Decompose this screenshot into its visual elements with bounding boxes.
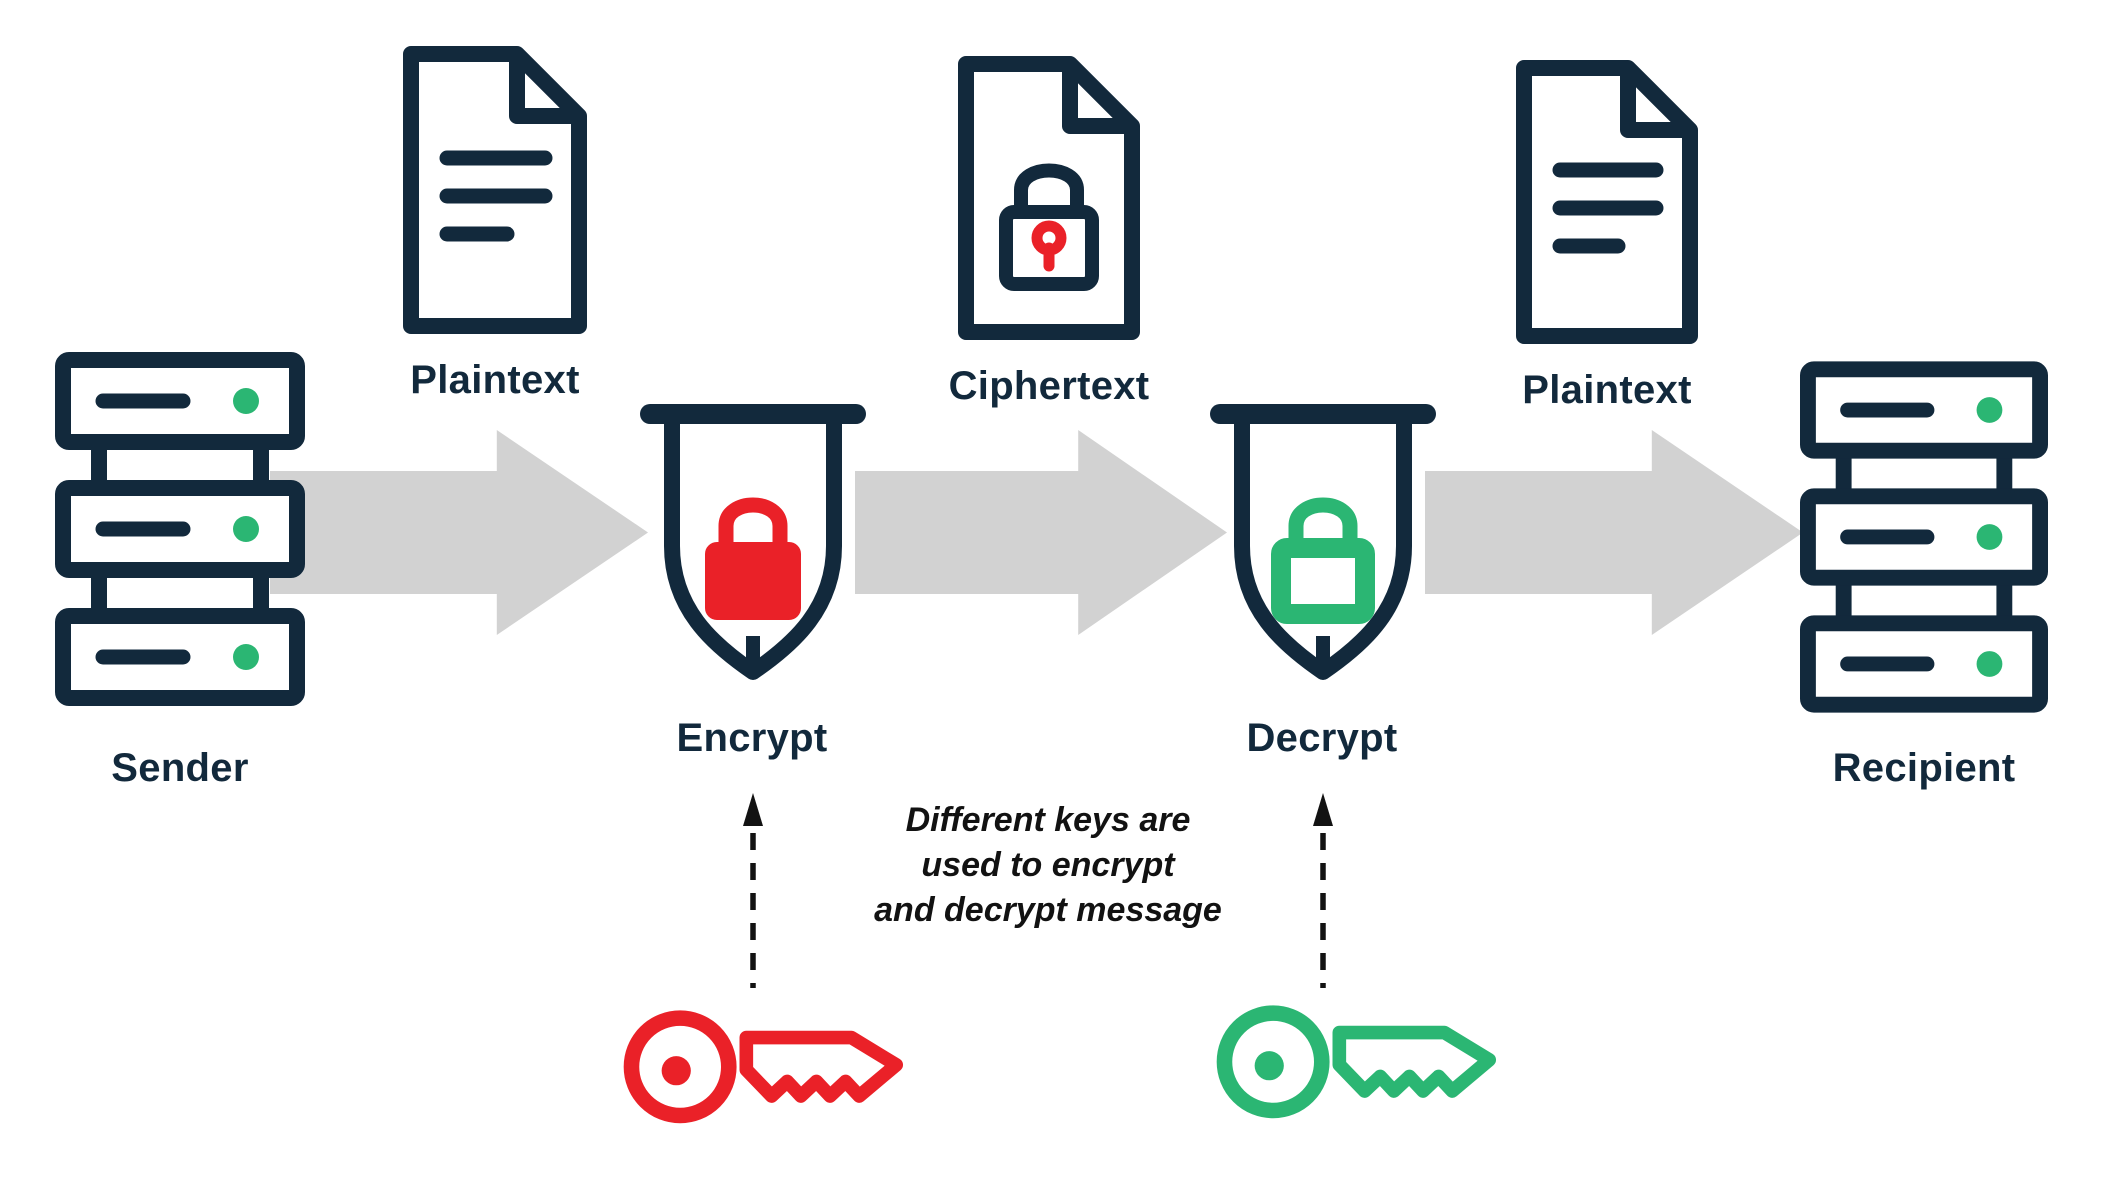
server-stack-icon: [1800, 360, 2048, 713]
encrypt-label: Encrypt: [676, 716, 828, 760]
shield-red-lock-icon: [640, 396, 866, 698]
ciphertext-label: Ciphertext: [948, 364, 1150, 408]
flow-arrow-decrypt-to-recipient: [1425, 430, 1803, 635]
shield-green-lock-icon: [1210, 396, 1436, 698]
server-stack-icon: [55, 352, 305, 706]
document-lock-icon: [950, 52, 1148, 344]
flow-arrow-encrypt-to-decrypt: [855, 430, 1227, 635]
green-key-icon: [1205, 980, 1497, 1130]
sender-label: Sender: [111, 746, 249, 790]
dashed-arrow-to-encrypt: [738, 793, 768, 988]
recipient-label: Recipient: [1832, 746, 2016, 790]
document-icon: [1508, 56, 1706, 348]
different-keys-annotation: Different keys are used to encrypt and d…: [874, 801, 1222, 929]
red-key-icon: [612, 985, 904, 1135]
document-icon: [395, 42, 595, 338]
dashed-arrow-to-decrypt: [1308, 793, 1338, 988]
decrypt-label: Decrypt: [1246, 716, 1398, 760]
flow-arrow-sender-to-encrypt: [270, 430, 648, 635]
plaintext-left-label: Plaintext: [410, 358, 580, 402]
plaintext-right-label: Plaintext: [1522, 368, 1692, 412]
